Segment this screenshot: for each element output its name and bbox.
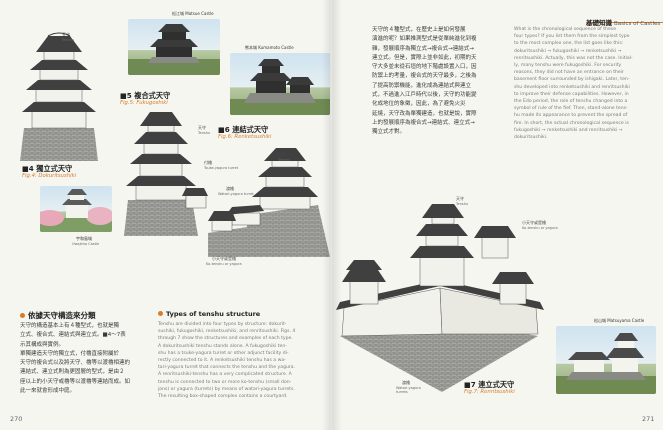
matsue-castle-photo <box>128 19 220 75</box>
fig4-caption-en: Fig.4: Dokuritsushiki <box>22 173 77 179</box>
right-page-number: 271 <box>642 415 655 423</box>
fig7-tenshu-label: 天守 <box>456 196 464 201</box>
fig6-tenshu-label: 天守 <box>278 152 286 157</box>
fig7-kotenshu-label-en: Ko-tenshu or yagura <box>522 226 558 230</box>
fig6-kotenshu-label: 小天守或是櫓 <box>212 256 236 261</box>
chronology-body-en: What is the chronological sequence of th… <box>514 27 633 141</box>
tsuke-yagura-label-en: Tsuke-yagura turret <box>204 166 239 170</box>
fig6-kotenshu-label-en: Ko-tenshu or yagura <box>206 262 242 266</box>
fukugoshiki-tower-drawing <box>124 112 208 236</box>
matsuyama-castle-label: 松山城 Matsuyama Castle <box>594 318 645 323</box>
fig5-tenshu-label: 天守 <box>198 125 206 130</box>
left-page-number: 270 <box>10 415 23 423</box>
watari-yagura-label-en: Watari-yagura turret <box>218 192 254 196</box>
header-title-en: Basics of Castles <box>614 21 661 27</box>
types-body: Tenshu are divided into four types by st… <box>158 322 296 400</box>
fig4-caption: ■4 獨立式天守 <box>22 164 73 173</box>
kumamoto-castle-label: 熊本城 Kumamoto Castle <box>245 45 294 50</box>
uwajima-castle-label-en: Uwajima Castle <box>72 242 100 246</box>
watari-yagura-label: 渡櫓 <box>226 186 234 191</box>
matsue-castle-label: 松江城 Matsue Castle <box>172 11 214 16</box>
tsuke-yagura-label: 付櫓 <box>204 160 212 165</box>
dokuritsushiki-tower-drawing <box>20 32 98 161</box>
section-bullet-icon <box>158 311 163 316</box>
fig4-tenshu-label-en: Tenshu <box>62 38 75 42</box>
renketsushiki-tower-drawing <box>208 148 330 257</box>
types-heading: Types of tenshu structure <box>158 310 260 318</box>
uwajima-castle-photo <box>40 186 112 232</box>
matsuyama-castle-photo <box>556 326 656 394</box>
fig7-watari-label-en: Watari-yagura turrets <box>396 386 421 394</box>
book-gutter <box>322 0 342 430</box>
fig7-watari-label: 渡櫓 <box>402 380 410 385</box>
classification-body: 天守的構造基本上有４種型式，也就是獨 立式、複合式、連結式與連立式。■4～7表 … <box>20 323 131 395</box>
kumamoto-castle-photo <box>230 53 330 115</box>
header-title: 基礎知識 <box>586 19 612 27</box>
uwajima-castle-label: 宇和島城 <box>76 236 92 241</box>
fig7-tenshu-label-en: Tenshu <box>456 202 469 206</box>
chronology-body-zh: 天守的４種型式，在歷史上是如何發展 演進的呢？如果推測型式是從單純進化到複 雜，… <box>372 27 477 136</box>
renritsushiki-complex-drawing <box>336 204 544 392</box>
fig5-caption-en: Fig.5: Fukugoshiki <box>120 100 168 106</box>
fig7-kotenshu-label: 小天守或是櫓 <box>522 220 546 225</box>
fig6-caption-en: Fig.6: Renketsushiki <box>218 134 272 140</box>
fig6-caption: ■6 連結式天守 <box>218 125 269 134</box>
fig7-caption: ■7 連立式天守 <box>464 380 515 389</box>
fig7-caption-en: Fig.7: Renritsushiki <box>464 389 515 395</box>
fig4-tenshu-label: 天守 <box>62 32 70 37</box>
fig6-tenshu-label-en: Tenshu <box>278 158 291 162</box>
fig5-tenshu-label-en: Tenshu <box>198 131 211 135</box>
left-page: ■4 獨立式天守 Fig.4: Dokuritsushiki 宇和島城 Uwaj… <box>0 0 331 430</box>
fig5-caption: ■5 複合式天守 <box>120 91 171 100</box>
section-bullet-icon <box>20 313 25 318</box>
classification-heading: 依據天守構造來分類 <box>20 310 96 321</box>
